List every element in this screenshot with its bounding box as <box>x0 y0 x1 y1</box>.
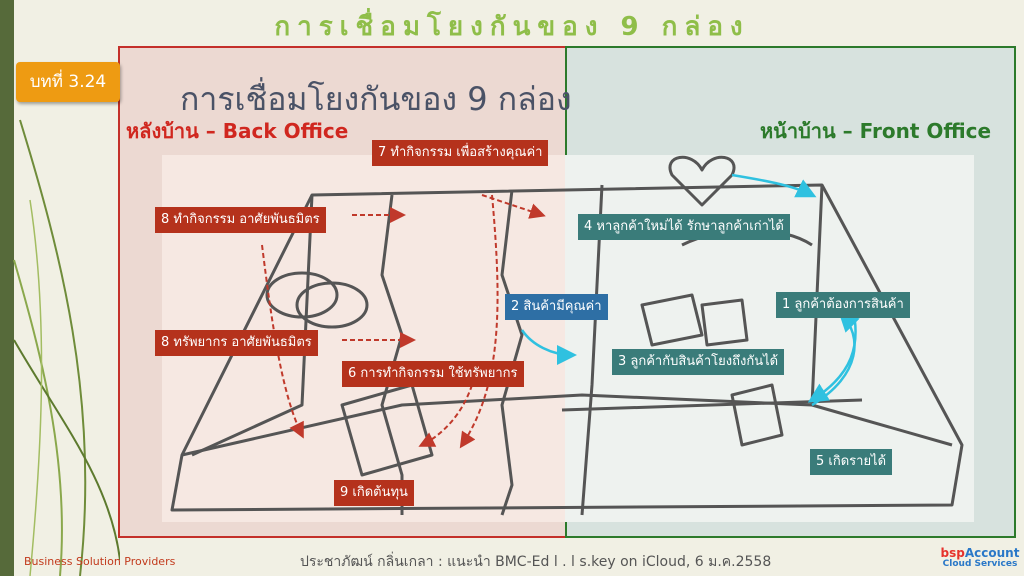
tag-4-customer-relationships: 4 หาลูกค้าใหม่ได้ รักษาลูกค้าเก่าได้ <box>578 214 790 240</box>
logo-subtext: Cloud Services <box>942 559 1018 569</box>
tag-8-partner-resources: 8 ทรัพยากร อาศัยพันธมิตร <box>155 330 318 356</box>
slide-subtitle: การเชื่อมโยงกันของ 9 กล่อง <box>180 80 572 118</box>
decorative-curves <box>13 119 120 576</box>
tag-5-revenue-streams: 5 เกิดรายได้ <box>810 449 893 475</box>
tag-2-value-proposition: 2 สินค้ามีคุณค่า <box>505 294 608 320</box>
slide-top-title: การเชื่อมโยงกันของ 9 กล่อง <box>274 12 750 42</box>
tag-7-key-activities: 7 ทำกิจกรรม เพื่อสร้างคุณค่า <box>372 140 549 166</box>
tag-8-partner-activities: 8 ทำกิจกรรม อาศัยพันธมิตร <box>155 207 326 233</box>
tag-6-activities-resources: 6 การทำกิจกรรม ใช้ทรัพยากร <box>342 361 524 387</box>
logo-text-bsp: bsp <box>940 546 965 560</box>
footer-company: Business Solution Providers <box>24 555 176 568</box>
tag-3-channels: 3 ลูกค้ากับสินค้าโยงถึงกันได้ <box>612 349 785 375</box>
logo-text-account: Account <box>964 546 1020 560</box>
tag-9-cost-structure: 9 เกิดต้นทุน <box>334 480 414 506</box>
back-office-label: หลังบ้าน – Back Office <box>126 119 349 143</box>
front-office-label: หน้าบ้าน – Front Office <box>760 119 992 143</box>
left-accent-bar <box>0 0 14 576</box>
tag-1-customer-segments: 1 ลูกค้าต้องการสินค้า <box>776 292 910 318</box>
footer-citation: ประชาภัฒน์ กลิ่นเกลา : แนะนำ BMC-Ed l . … <box>300 554 772 570</box>
bsp-account-logo: bspAccount Cloud Services <box>940 546 1020 570</box>
chapter-badge: บทที่ 3.24 <box>16 62 120 102</box>
